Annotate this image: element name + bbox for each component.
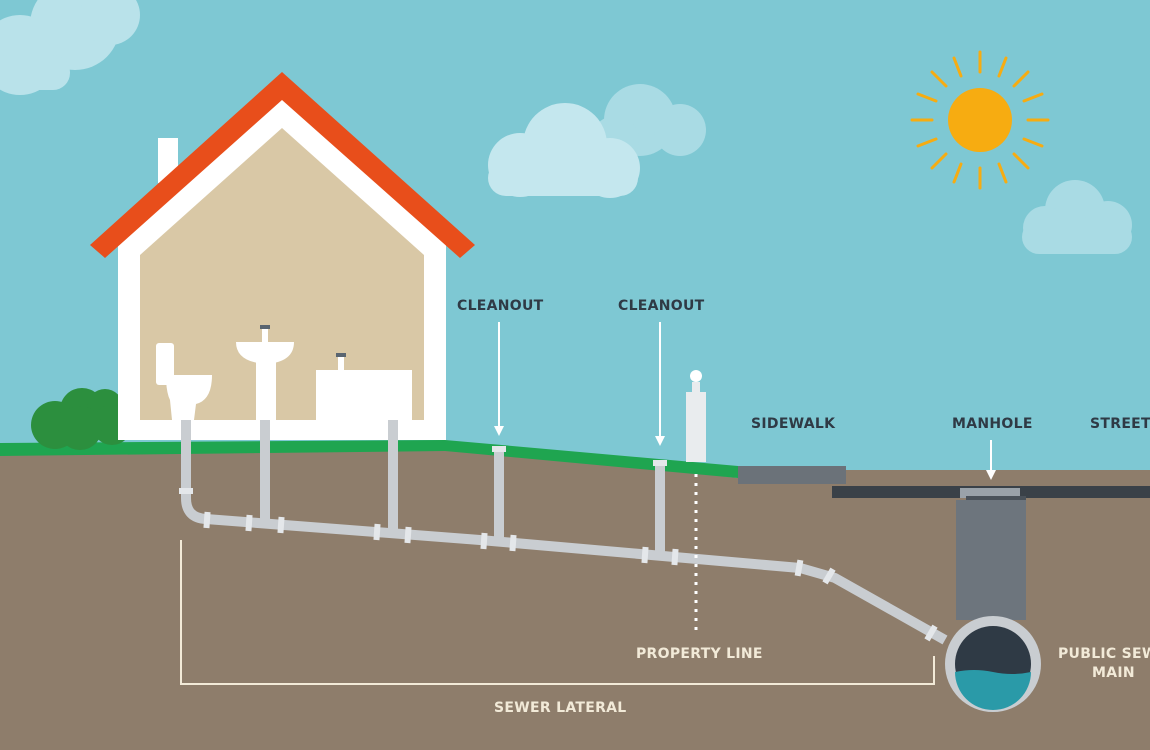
house <box>90 72 475 440</box>
public-sewer-main-label-line2: MAIN <box>1092 664 1135 681</box>
public-sewer-main-label: PUBLIC SEWER MAIN <box>1058 645 1150 683</box>
sun-icon <box>910 50 1050 190</box>
sink-icon <box>236 328 294 420</box>
cloud-right <box>1022 180 1132 254</box>
street-label: STREET <box>1090 416 1150 432</box>
arrows <box>494 322 996 480</box>
sewer-lateral-bracket <box>180 540 935 685</box>
pipe-joints <box>179 446 938 642</box>
toilet-icon <box>156 343 212 420</box>
bathtub-icon <box>316 356 412 420</box>
property-marker-post <box>686 370 706 462</box>
property-line-label: PROPERTY LINE <box>636 646 763 662</box>
bush <box>31 388 132 450</box>
public-sewer-main <box>945 616 1041 712</box>
public-sewer-main-label-line1: PUBLIC SEWER <box>1058 646 1150 662</box>
house-interior <box>140 128 424 420</box>
cleanout-label-2: CLEANOUT <box>618 298 705 314</box>
sidewalk-label: SIDEWALK <box>751 416 836 432</box>
cleanout-label-1: CLEANOUT <box>457 298 544 314</box>
soil-street <box>738 470 1150 750</box>
manhole <box>956 488 1026 620</box>
drain-pipes <box>181 420 948 645</box>
sidewalk-slab <box>738 466 846 484</box>
cloud-top-left <box>0 0 140 95</box>
manhole-label: MANHOLE <box>952 416 1033 432</box>
sewer-lateral-label: SEWER LATERAL <box>494 700 627 716</box>
sewer-lateral-pipe <box>181 420 948 645</box>
soil-yard <box>0 445 738 750</box>
cloud-center <box>488 103 640 198</box>
